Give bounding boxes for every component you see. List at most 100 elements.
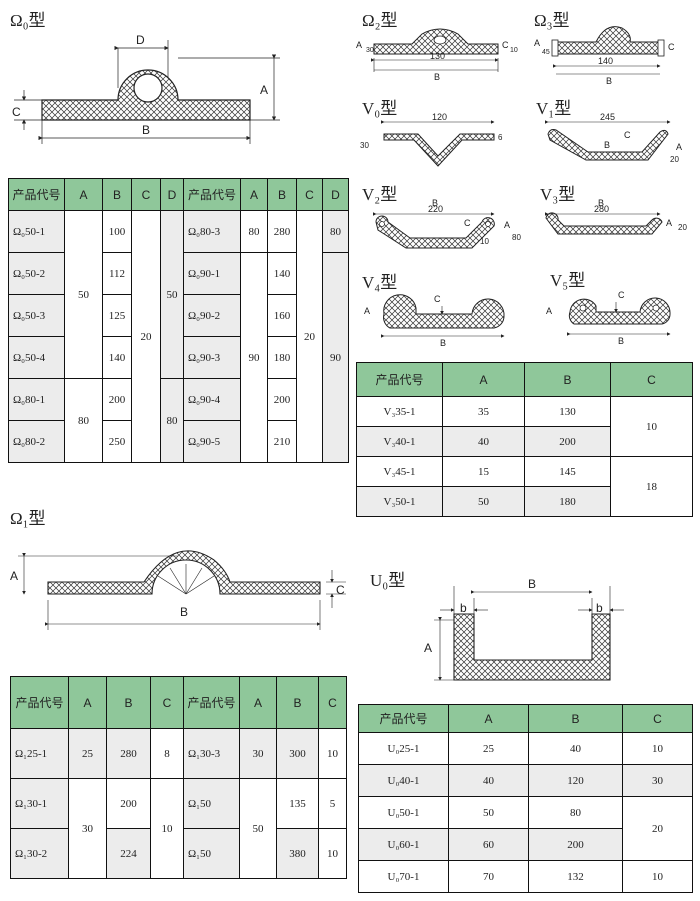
omega1-table: 产品代号 A B C 产品代号 A B C Ω₁25-1 25 280 8 Ω₁…: [10, 676, 347, 879]
table-cell: 20: [131, 210, 161, 463]
table-cell: V₃50-1: [356, 486, 443, 517]
table-cell: 80: [64, 378, 103, 463]
table-cell: 8: [150, 728, 184, 779]
v5-dim-A: A: [546, 306, 552, 316]
header-C: C: [296, 178, 323, 211]
table-cell: 35: [442, 396, 525, 427]
header-C: C: [622, 704, 693, 733]
v0-dim-6: 6: [498, 133, 503, 142]
table-cell: Ω₀50-3: [8, 294, 65, 337]
v2-dim-10: 10: [480, 237, 489, 246]
table-cell: 50: [448, 796, 529, 829]
header-A: A: [64, 178, 103, 211]
v2-dim-80: 80: [512, 233, 521, 242]
table-cell: 125: [102, 294, 132, 337]
header-code: 产品代号: [183, 178, 241, 211]
omega2-title: Ω₂型: [362, 11, 398, 30]
table-cell: 280: [267, 210, 297, 253]
omega3-title: Ω₃型: [534, 11, 570, 30]
table-cell: 20: [296, 210, 323, 463]
table-cell: 80: [160, 378, 184, 463]
table-cell: 210: [267, 420, 297, 463]
header-D: D: [322, 178, 349, 211]
v0-diagram: 120 30 6: [360, 112, 503, 167]
v4-dim-C: C: [434, 294, 441, 304]
v1-dim-B: B: [604, 140, 610, 150]
header-code: 产品代号: [10, 676, 69, 729]
table-cell: 10: [318, 828, 347, 879]
table-cell: 112: [102, 252, 132, 295]
table-cell: 380: [276, 828, 319, 879]
table-cell: U₀60-1: [358, 828, 449, 861]
table-cell: 10: [622, 732, 693, 765]
omega0-table: 产品代号 A B C D 产品代号 A B C D Ω₀50-1 50 100 …: [8, 178, 349, 463]
table-cell: 50: [239, 778, 277, 879]
omega2-diagram: 130 B A 30 C 10: [356, 28, 518, 82]
table-cell: 30: [68, 778, 107, 879]
table-cell: 180: [524, 486, 611, 517]
omega0-diagram: D A C B: [12, 33, 280, 144]
table-cell: 100: [102, 210, 132, 253]
table-cell: Ω₀90-2: [183, 294, 241, 337]
table-cell: 25: [448, 732, 529, 765]
header-C: C: [318, 676, 347, 729]
table-cell: 200: [267, 378, 297, 421]
u0-table: 产品代号 A B C U₀25-1 25 40 10 U₀40-1 40 120…: [358, 704, 693, 893]
v5-dim-B: B: [618, 336, 624, 346]
table-cell: 40: [528, 732, 623, 765]
table-cell: 10: [610, 396, 693, 457]
header-code: 产品代号: [356, 362, 443, 397]
table-cell: 40: [448, 764, 529, 797]
table-cell: V₃45-1: [356, 456, 443, 487]
table-cell: 50: [160, 210, 184, 379]
table-cell: Ω₁30-2: [10, 828, 69, 879]
omega1-dim-B: B: [180, 605, 188, 619]
v2-dim-A: A: [504, 220, 510, 230]
table-cell: 40: [442, 426, 525, 457]
v1-diagram: 245 B C A 20: [545, 112, 682, 164]
table-cell: U₀50-1: [358, 796, 449, 829]
omega0-title: Ω₀型: [10, 11, 46, 30]
header-A: A: [240, 178, 268, 211]
v1-dim-A: A: [676, 142, 682, 152]
v3-title: V₃型: [540, 185, 576, 204]
v2-diagram: B 220 C 10 A 80: [373, 198, 521, 249]
u0-diagram: B b b A: [424, 577, 624, 681]
table-cell: 140: [267, 252, 297, 295]
u0-dim-b-left: b: [460, 601, 467, 615]
v2-dim-C: C: [464, 218, 471, 228]
table-cell: 132: [528, 860, 623, 893]
table-cell: Ω₀50-2: [8, 252, 65, 295]
omega0-hole: [133, 73, 163, 103]
table-cell: 70: [448, 860, 529, 893]
table-cell: 120: [528, 764, 623, 797]
v3-dim-280: 280: [594, 204, 609, 214]
v3-diagram: B 280 A 20: [545, 198, 687, 235]
header-C: C: [150, 676, 184, 729]
omega3-dim-140: 140: [598, 56, 613, 66]
table-cell: V₃40-1: [356, 426, 443, 457]
table-cell: Ω₁50: [183, 828, 240, 879]
u0-dim-A: A: [424, 641, 432, 655]
header-B: B: [528, 704, 623, 733]
header-C: C: [131, 178, 161, 211]
v2-title: V₂型: [362, 185, 398, 204]
header-A: A: [68, 676, 107, 729]
v2-dim-B: B: [432, 198, 438, 208]
table-cell: U₀40-1: [358, 764, 449, 797]
omega2-dim-30: 30: [366, 47, 374, 54]
table-cell: V₃35-1: [356, 396, 443, 427]
omega1-title: Ω₁型: [10, 509, 46, 528]
v3-dim-A: A: [666, 218, 672, 228]
table-cell: 10: [622, 860, 693, 893]
table-cell: 145: [524, 456, 611, 487]
table-cell: 18: [610, 456, 693, 517]
table-cell: 200: [106, 778, 151, 829]
omega3-diagram: A 45 C 140 B: [534, 26, 675, 86]
table-cell: 200: [524, 426, 611, 457]
v4-dim-A: A: [364, 306, 370, 316]
table-cell: 90: [240, 252, 268, 463]
v2-dim-220: 220: [428, 204, 443, 214]
table-cell: 130: [524, 396, 611, 427]
table-cell: U₀25-1: [358, 732, 449, 765]
